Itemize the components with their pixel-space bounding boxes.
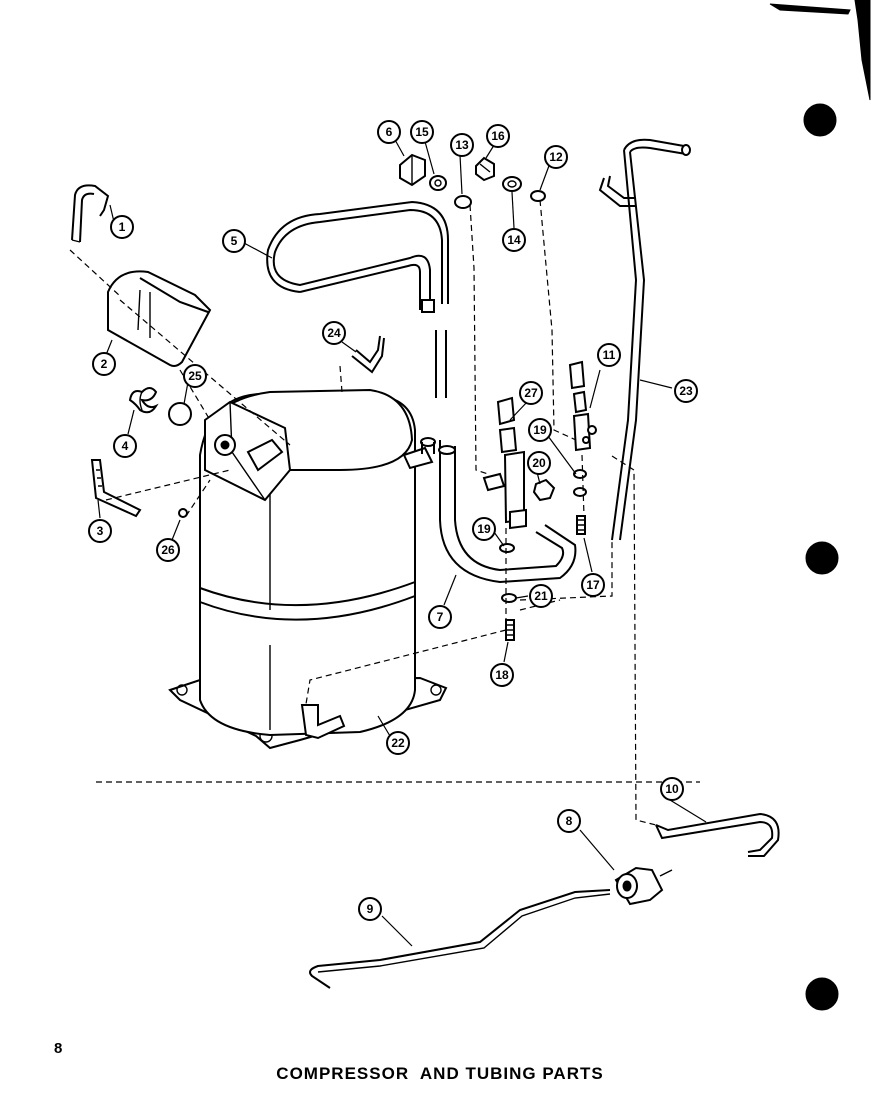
callout-27-label: 27 [524, 386, 538, 400]
part-23-long-tube [598, 138, 691, 541]
part-5-suction-tube [266, 200, 449, 313]
page-number: 8 [54, 1040, 63, 1057]
callout-2-label: 2 [101, 357, 108, 371]
callout-26-label: 26 [161, 543, 175, 557]
edge-speckle [769, 0, 871, 101]
callout-23-label: 23 [679, 384, 693, 398]
callout-15-label: 15 [415, 125, 429, 139]
callout-12-label: 12 [549, 150, 563, 164]
part-1-clip [71, 184, 110, 243]
callout-13-label: 13 [455, 138, 469, 152]
callout-9: 9 [358, 897, 382, 921]
callout-7-label: 7 [437, 610, 444, 624]
callout-2: 2 [92, 352, 116, 376]
part-12-ring [530, 190, 546, 202]
diagram-caption: COMPRESSOR AND TUBING PARTS [276, 1064, 604, 1083]
part-11-valve [568, 360, 597, 452]
part-2-terminal-cover [107, 270, 212, 367]
part-20-cap [532, 478, 556, 502]
callout-1: 1 [110, 215, 134, 239]
callout-9-label: 9 [367, 902, 374, 916]
callout-19-lower: 19 [472, 517, 496, 541]
part-7-discharge-tube [435, 330, 577, 584]
part-13-ring [454, 195, 472, 209]
part-26-screw [178, 508, 188, 518]
callout-3: 3 [88, 519, 112, 543]
callout-11: 11 [597, 343, 621, 367]
callout-21: 21 [529, 584, 553, 608]
callout-26: 26 [156, 538, 180, 562]
callout-19-lower-label: 19 [477, 522, 491, 536]
callout-11-label: 11 [603, 348, 616, 362]
callout-4-label: 4 [122, 439, 129, 453]
callout-8-label: 8 [566, 814, 573, 828]
callout-25: 25 [183, 364, 207, 388]
callout-16: 16 [486, 124, 510, 148]
callout-17: 17 [581, 573, 605, 597]
callout-18: 18 [490, 663, 514, 687]
callout-10: 10 [660, 777, 684, 801]
binder-hole-top [803, 103, 837, 137]
callout-13: 13 [450, 133, 474, 157]
part-18-screw-lower [505, 619, 515, 641]
part-9-capillary [309, 889, 611, 989]
callout-14: 14 [502, 228, 526, 252]
callout-5-label: 5 [231, 234, 238, 248]
callout-12: 12 [544, 145, 568, 169]
part-3-bracket [90, 459, 142, 518]
callout-27: 27 [519, 381, 543, 405]
callout-1-label: 1 [119, 220, 126, 234]
callout-25-label: 25 [188, 369, 202, 383]
part-15-seal [429, 175, 447, 191]
part-8-drier [614, 866, 673, 906]
part-16-valve-core [475, 156, 495, 182]
callout-6-label: 6 [386, 125, 393, 139]
part-25-plug [168, 402, 192, 426]
part-4-spring [128, 387, 159, 414]
callout-6: 6 [377, 120, 401, 144]
compressor [168, 388, 448, 750]
leader-lines [97, 137, 707, 947]
callout-3-label: 3 [97, 524, 104, 538]
guide-lines [69, 199, 700, 826]
binder-hole-middle [805, 541, 839, 575]
callout-8: 8 [557, 809, 581, 833]
part-27-service-valve [482, 396, 527, 530]
callout-24-label: 24 [327, 326, 341, 340]
callout-5: 5 [222, 229, 246, 253]
callout-16-label: 16 [491, 129, 505, 143]
callout-20: 20 [527, 451, 551, 475]
part-6-nut [399, 153, 426, 187]
binder-hole-bottom [805, 977, 839, 1011]
callout-18-label: 18 [495, 668, 509, 682]
callout-19-upper: 19 [528, 418, 552, 442]
callout-17-label: 17 [586, 578, 600, 592]
callout-19-upper-label: 19 [533, 423, 547, 437]
callout-15: 15 [410, 120, 434, 144]
callout-24: 24 [322, 321, 346, 345]
callout-14-label: 14 [507, 233, 521, 247]
callout-10-label: 10 [665, 782, 679, 796]
callout-21-label: 21 [534, 589, 548, 603]
callout-20-label: 20 [532, 456, 546, 470]
callout-22-label: 22 [391, 736, 405, 750]
callout-22: 22 [386, 731, 410, 755]
part-24-tube [351, 335, 385, 374]
part-17-screw [576, 515, 586, 535]
part-10-tube [655, 812, 780, 857]
callout-7: 7 [428, 605, 452, 629]
part-14-washer [502, 176, 522, 192]
callout-23: 23 [674, 379, 698, 403]
callout-4: 4 [113, 434, 137, 458]
